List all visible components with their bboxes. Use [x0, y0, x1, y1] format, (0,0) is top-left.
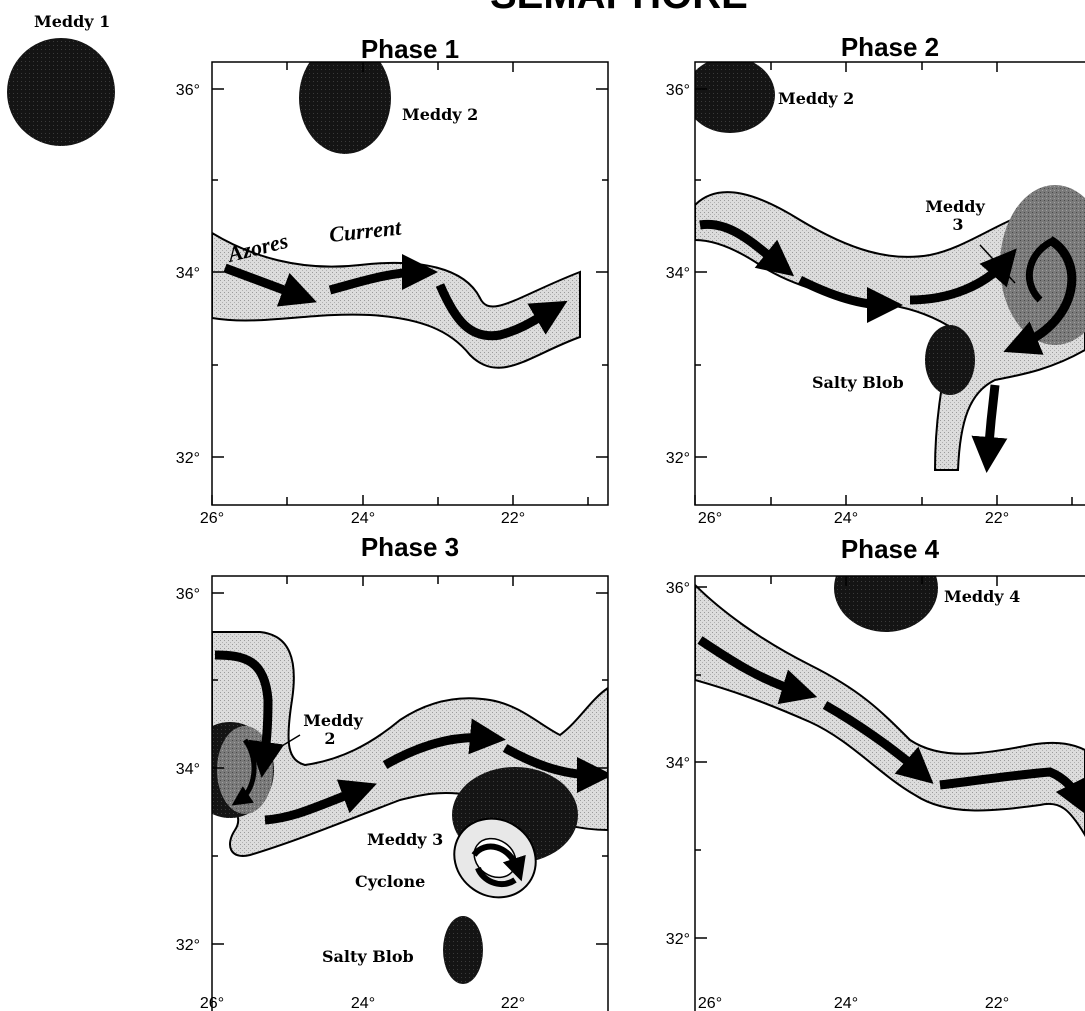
- salty-blob-disc: [443, 916, 483, 984]
- current-arrow: [471, 843, 526, 882]
- current-label: Current: [328, 214, 403, 246]
- meddy4-disc: [834, 576, 938, 632]
- x-tick-label: 26°: [698, 995, 722, 1011]
- x-tick-label: 24°: [834, 995, 858, 1011]
- current-arrow: [435, 283, 568, 341]
- current-arrow: [939, 767, 1085, 817]
- current-arrow: [231, 738, 257, 806]
- panel-frame: [211, 61, 609, 506]
- panel-phase-1: Phase 1 36° 34° 32° 26° 24° 22° Meddy 2 …: [176, 34, 609, 527]
- panel-ticks: [695, 576, 998, 939]
- current-arrow: [909, 248, 1017, 305]
- meddy1-disc: [7, 38, 115, 146]
- meddy3-label-line1: Meddy: [925, 197, 985, 216]
- panel-title: Phase 3: [361, 532, 459, 562]
- panel-frame: [694, 575, 1085, 1011]
- meddy2-disc: [299, 62, 391, 154]
- salty-blob-disc: [925, 325, 975, 395]
- current-arrow: [328, 254, 438, 295]
- cyclone-label: Cyclone: [355, 872, 425, 891]
- current-arrow: [697, 636, 818, 705]
- current-arrow: [214, 650, 285, 778]
- y-tick-label: 34°: [176, 265, 200, 282]
- meddy4-label: Meddy 4: [944, 587, 1020, 606]
- x-tick-label: 26°: [200, 995, 224, 1011]
- header-fragment: SEMAPHORE: [490, 0, 748, 17]
- y-tick-label: 34°: [666, 755, 690, 772]
- x-tick-label: 22°: [501, 995, 525, 1011]
- salty-blob-label: Salty Blob: [322, 947, 414, 966]
- meddy2-pointer: [261, 734, 301, 759]
- panel-title: Phase 4: [841, 534, 940, 564]
- x-tick-label: 26°: [200, 510, 224, 527]
- legend-meddy1: Meddy 1: [7, 12, 115, 146]
- x-tick-label: 24°: [351, 995, 375, 1011]
- current-arrow: [822, 701, 934, 784]
- panel-frame: [694, 61, 1085, 506]
- x-tick-label: 24°: [834, 510, 858, 527]
- y-tick-label: 32°: [176, 937, 200, 954]
- panel-title: Phase 1: [361, 34, 459, 64]
- current-arrow: [223, 263, 317, 307]
- current-arrow: [264, 779, 377, 825]
- meddy2-label-line2: 2: [324, 729, 335, 748]
- y-tick-label: 32°: [666, 450, 690, 467]
- panel-phase-2: Phase 2 36° 34° 32° 26° 24° 22° Med: [666, 32, 1085, 527]
- salty-blob-label: Salty Blob: [812, 373, 904, 392]
- x-tick-label: 24°: [351, 510, 375, 527]
- x-tick-label: 22°: [985, 510, 1009, 527]
- current-arrow: [1003, 236, 1077, 355]
- meddy2-label-line1: Meddy: [303, 711, 363, 730]
- y-tick-label: 36°: [176, 82, 200, 99]
- y-tick-label: 36°: [666, 82, 690, 99]
- current-arrow: [699, 219, 795, 277]
- current-arrow: [382, 718, 506, 769]
- current-arrow: [1025, 236, 1057, 303]
- current-arrow: [797, 275, 903, 323]
- meddy3-label-line2: 3: [952, 215, 963, 234]
- panel-ticks: [211, 62, 608, 505]
- current-band: [695, 583, 1085, 837]
- meddy3-pointer: [979, 244, 1016, 284]
- panel-phase-3: Phase 3 36° 34° 32°: [176, 532, 609, 1011]
- panel-ticks: [212, 576, 608, 945]
- y-tick-label: 32°: [666, 931, 690, 948]
- current-arrow: [971, 384, 1008, 473]
- y-tick-label: 32°: [176, 450, 200, 467]
- panel-title: Phase 2: [841, 32, 939, 62]
- y-tick-label: 34°: [666, 265, 690, 282]
- panel-frame: [211, 575, 609, 1011]
- x-tick-label: 26°: [698, 510, 722, 527]
- current-arrow: [502, 744, 608, 793]
- y-tick-label: 36°: [666, 580, 690, 597]
- meddy2-label: Meddy 2: [402, 105, 478, 124]
- meddy2-label: Meddy 2: [778, 89, 854, 108]
- panel-phase-4: Phase 4 36° 34° 32° 26° 24° 22° Meddy 4: [666, 534, 1085, 1011]
- meddy3-label: Meddy 3: [367, 830, 443, 849]
- meddy2-disc: [695, 62, 775, 133]
- legend-meddy1-label: Meddy 1: [34, 12, 110, 31]
- x-tick-label: 22°: [985, 995, 1009, 1011]
- current-arrow: [475, 866, 517, 888]
- x-tick-label: 22°: [501, 510, 525, 527]
- y-tick-label: 34°: [176, 761, 200, 778]
- y-tick-label: 36°: [176, 586, 200, 603]
- panel-ticks: [694, 62, 1073, 505]
